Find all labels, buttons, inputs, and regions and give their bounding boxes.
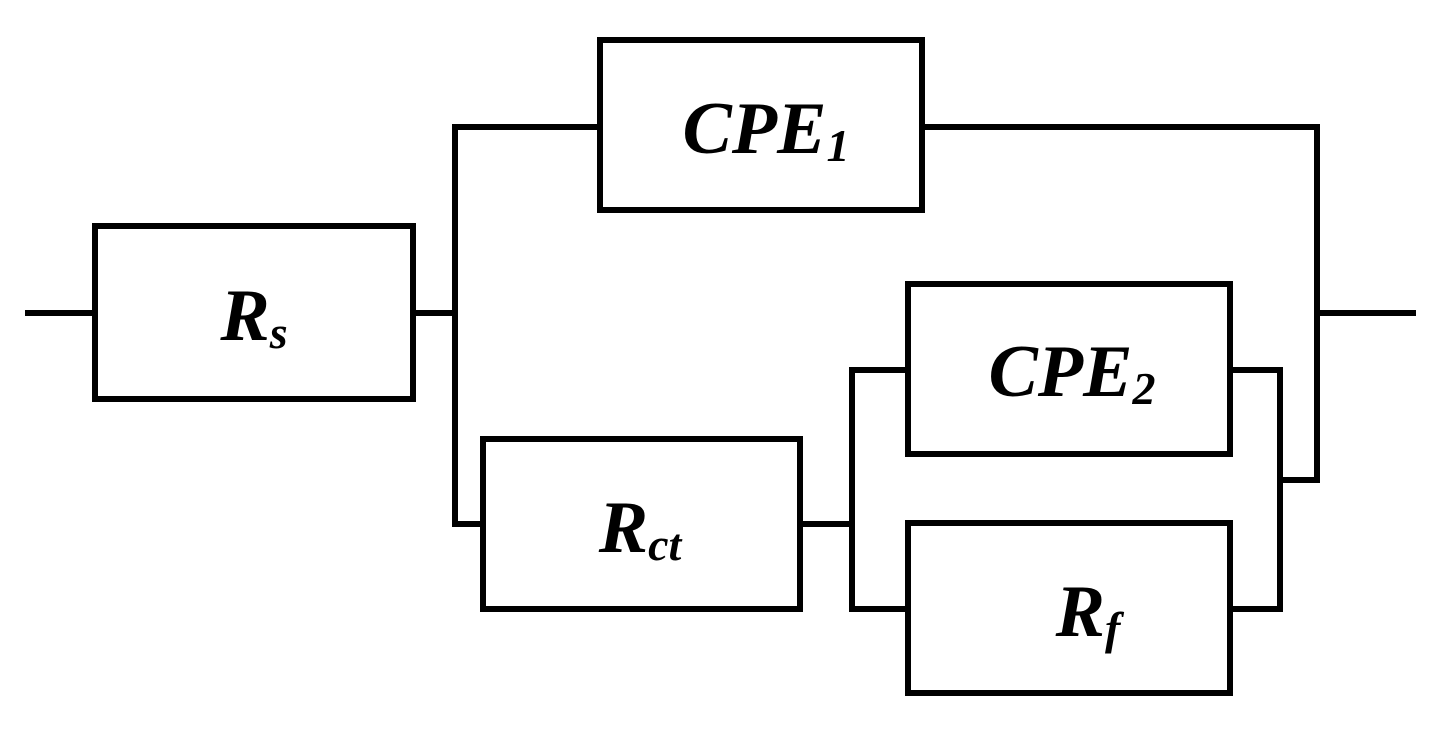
rs-box: [92, 223, 416, 402]
cpe1-box: [597, 37, 925, 213]
rf-label: Rf: [1055, 571, 1125, 654]
cpe2-label-main: CPE: [989, 331, 1133, 413]
component-rs: Rs: [92, 223, 416, 402]
cpe2-label: CPE2: [989, 331, 1156, 414]
rf-box: [905, 520, 1233, 696]
rf-label-sub: f: [1105, 603, 1125, 654]
component-cpe1: CPE1: [597, 37, 925, 213]
rs-label-sub: s: [269, 307, 288, 358]
component-rct: Rct: [480, 436, 803, 612]
component-rf: Rf: [905, 520, 1233, 696]
rs-label: Rs: [219, 275, 287, 358]
rct-label-main: R: [598, 487, 648, 569]
rct-label-sub: ct: [648, 519, 682, 570]
circuit-wires: [25, 124, 1416, 612]
rf-label-main: R: [1055, 571, 1105, 653]
cpe1-label-main: CPE: [683, 88, 827, 170]
rct-box: [480, 436, 803, 612]
cpe1-label: CPE1: [683, 88, 850, 171]
rct-label: Rct: [598, 487, 683, 570]
cpe2-label-sub: 2: [1131, 363, 1155, 414]
cpe1-label-sub: 1: [826, 120, 849, 171]
rs-label-main: R: [219, 275, 269, 357]
component-cpe2: CPE2: [905, 281, 1233, 457]
cpe2-box: [905, 281, 1233, 457]
